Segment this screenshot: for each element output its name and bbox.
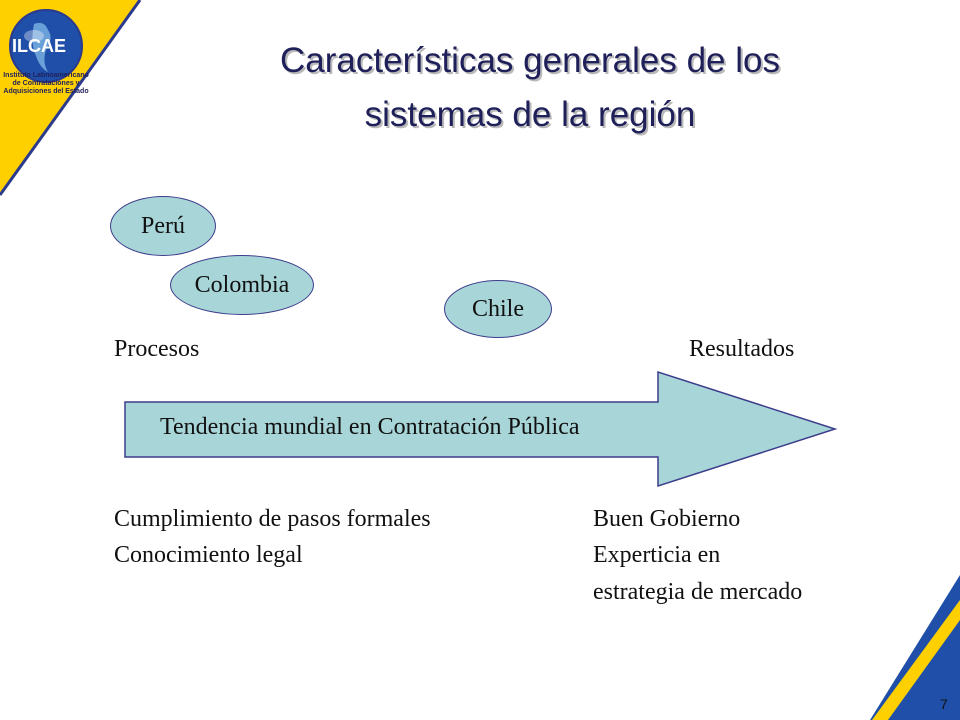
country-chile: Chile [444, 280, 552, 338]
resultados-item: estrategia de mercado [593, 579, 803, 605]
procesos-item: Cumplimiento de pasos formales [114, 506, 431, 532]
trend-arrow [124, 370, 838, 488]
corner-stripe-bottom-right [872, 600, 960, 720]
slide-title-line2: sistemas de la región [364, 95, 696, 134]
country-peru: Perú [110, 196, 216, 256]
resultados-label: Resultados [689, 336, 795, 362]
logo: ILCAE [0, 0, 90, 90]
country-colombia: Colombia [170, 255, 314, 315]
slide-title-line1: Características generales de los [280, 41, 780, 80]
arrow-label: Tendencia mundial en Contratación Públic… [160, 414, 580, 440]
corner-decoration-bottom-right [870, 575, 960, 720]
globe-icon [9, 9, 83, 83]
page-number: 7 [940, 696, 948, 712]
corner-stripe-top-left [0, 0, 142, 196]
procesos-item: Conocimiento legal [114, 542, 303, 568]
procesos-label: Procesos [114, 336, 200, 362]
resultados-item: Experticia en [593, 542, 721, 568]
logo-name: ILCAE [12, 36, 66, 56]
resultados-item: Buen Gobierno [593, 506, 741, 532]
logo-subtitle: Instituto Latinoamericano de Contratacio… [3, 72, 89, 95]
